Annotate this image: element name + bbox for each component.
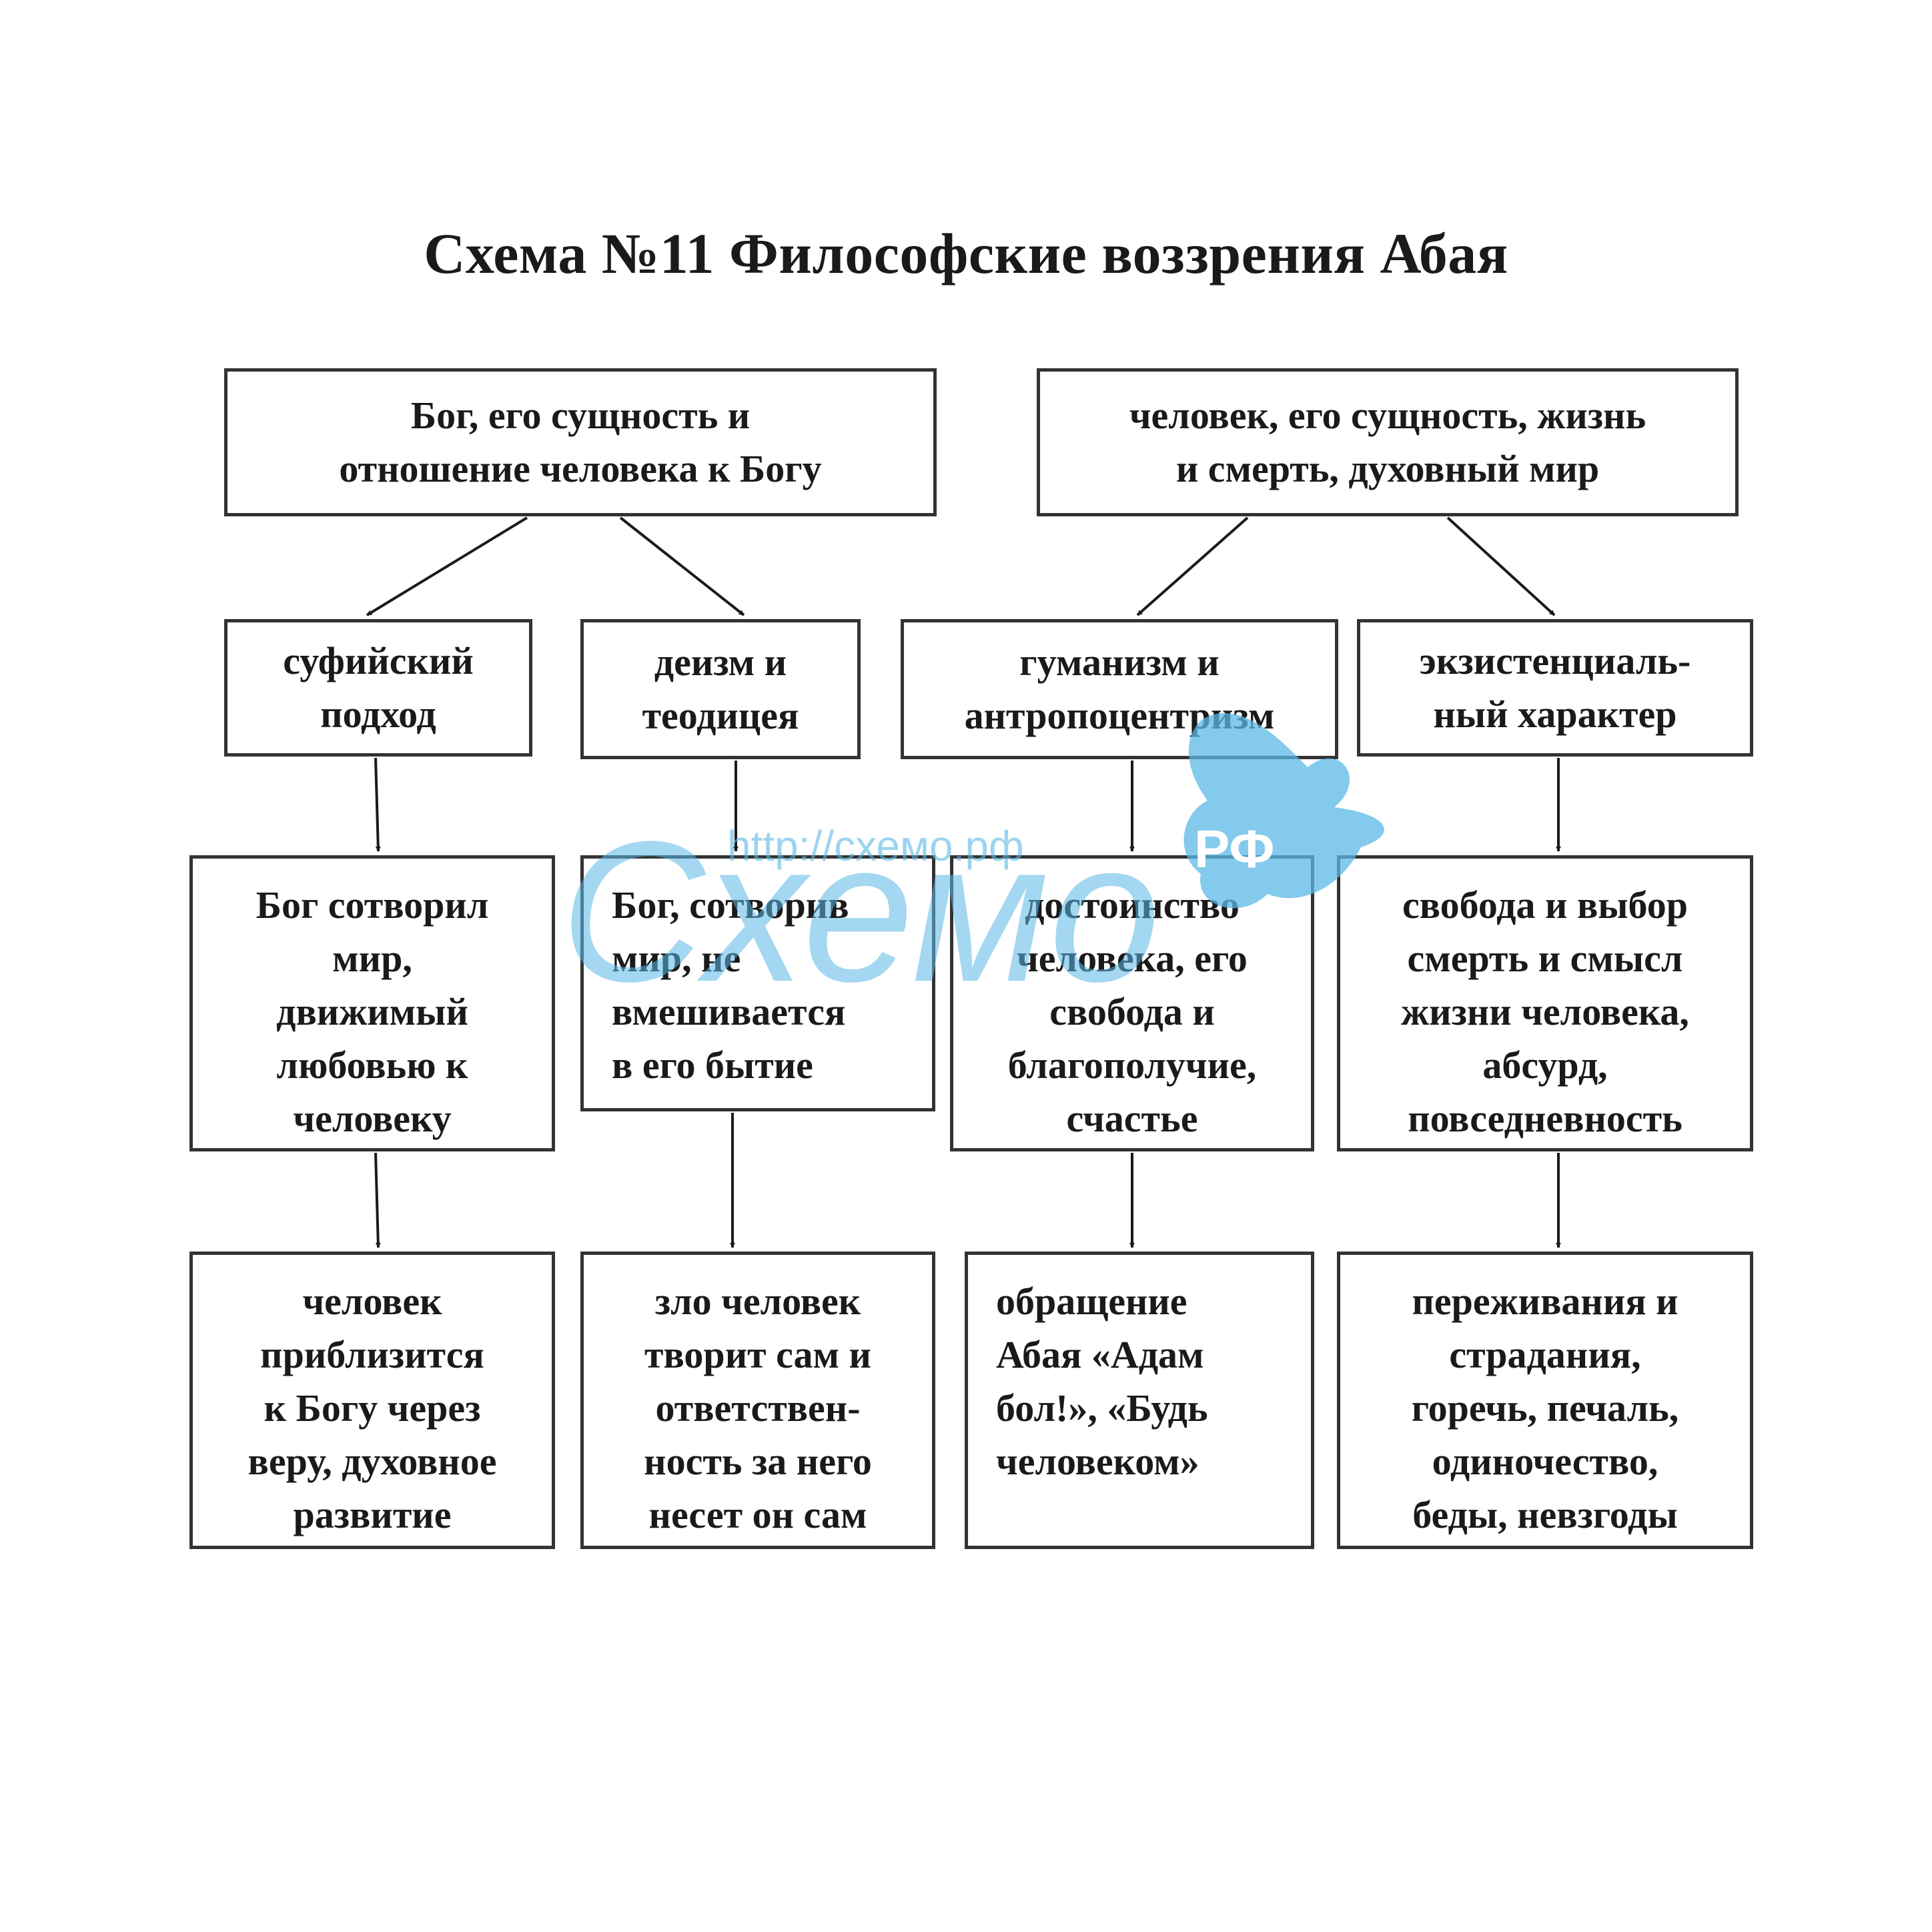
box-sufi-idea-text: Бог сотворил мир, движимый любовью к чел… — [256, 883, 489, 1140]
box-existential-result: переживания и страдания, горечь, печаль,… — [1337, 1252, 1753, 1549]
box-sufi-approach: суфийский подход — [224, 619, 532, 757]
box-humanism-result-text: обращение Абая «Адам бол!», «Будь челове… — [996, 1280, 1208, 1483]
arrow-sufi-idea-down — [374, 1152, 381, 1248]
box-god-essence: Бог, его сущность и отношение человека к… — [224, 368, 937, 516]
box-existential-idea-text: свобода и выбор смерть и смысл жизни чел… — [1401, 883, 1689, 1140]
box-sufi-result: человек приблизится к Богу через веру, д… — [189, 1252, 555, 1549]
box-humanism-result: обращение Абая «Адам бол!», «Будь челове… — [965, 1252, 1314, 1549]
arrow-god-to-deism — [619, 516, 745, 616]
box-existential-result-text: переживания и страдания, горечь, печаль,… — [1411, 1280, 1679, 1536]
box-deism-result-text: зло человек творит сам и ответствен- нос… — [644, 1280, 872, 1536]
box-deism-result: зло человек творит сам и ответствен- нос… — [580, 1252, 935, 1549]
box-man-essence: человек, его сущность, жизнь и смерть, д… — [1037, 368, 1739, 516]
box-sufi-idea: Бог сотворил мир, движимый любовью к чел… — [189, 855, 555, 1151]
arrow-man-to-existential — [1446, 516, 1556, 616]
box-sufi-result-text: человек приблизится к Богу через веру, д… — [248, 1280, 497, 1536]
box-man-essence-text: человек, его сущность, жизнь и смерть, д… — [1129, 394, 1646, 490]
box-deism: деизм и теодицея — [580, 619, 861, 759]
box-deism-idea-text: Бог, сотворив мир, не вмешивается в его … — [612, 883, 849, 1087]
box-existential-text: экзистенциаль- ный характер — [1419, 639, 1691, 736]
arrow-god-to-sufi — [366, 516, 528, 616]
box-existential: экзистенциаль- ный характер — [1357, 619, 1753, 757]
arrow-man-to-humanism — [1136, 516, 1249, 616]
box-deism-text: деизм и теодицея — [642, 640, 799, 737]
page-title: Схема №11 Философские воззрения Абая — [424, 221, 1508, 286]
box-god-essence-text: Бог, его сущность и отношение человека к… — [339, 394, 822, 490]
arrow-sufi-down — [374, 757, 381, 852]
box-deism-idea: Бог, сотворив мир, не вмешивается в его … — [580, 855, 935, 1111]
box-existential-idea: свобода и выбор смерть и смысл жизни чел… — [1337, 855, 1753, 1151]
box-sufi-approach-text: суфийский подход — [283, 639, 474, 736]
